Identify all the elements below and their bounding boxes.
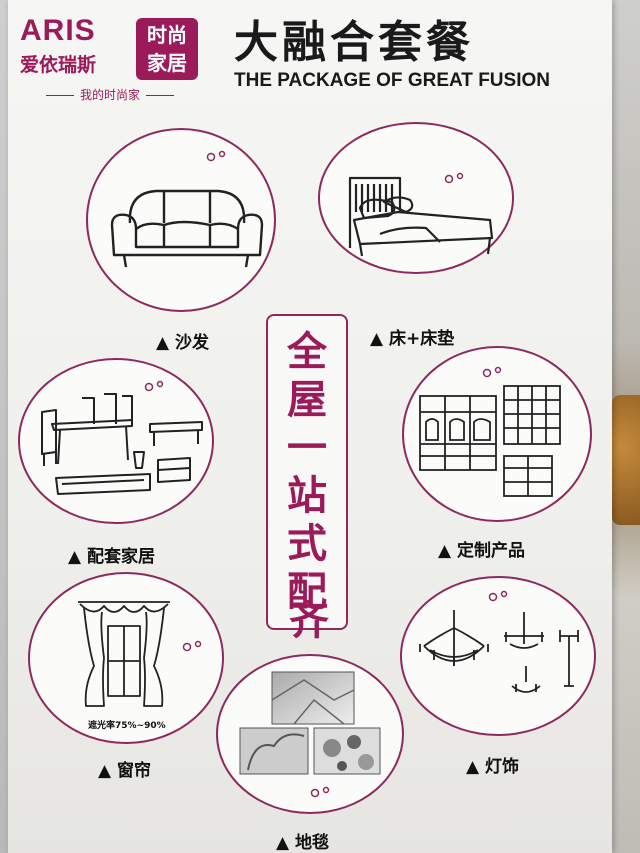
center-char: 齐 [289, 598, 329, 644]
label-bed: ▲ 床+床垫 [370, 329, 455, 349]
center-slogan: 全 屋 一 站 式 配 [268, 328, 346, 616]
label-sofa: ▲ 沙发 [156, 333, 209, 353]
label-curtain: ▲ 窗帘 [98, 761, 151, 781]
decor-dots [444, 172, 468, 184]
curtain-icon [78, 601, 170, 707]
dining-circle [18, 358, 214, 524]
brand-tag-line1: 时尚 [147, 23, 187, 47]
label-dining: ▲ 配套家居 [68, 547, 155, 567]
decor-dots [144, 380, 168, 392]
center-char: 屋 [287, 377, 327, 423]
brand-tag-line2: 家居 [147, 51, 187, 75]
brand-name-en: ARIS [20, 14, 96, 47]
label-carpet: ▲ 地毯 [276, 833, 329, 853]
center-char: 站 [287, 473, 327, 519]
decor-dots [310, 786, 334, 798]
center-char: 一 [287, 425, 327, 471]
label-custom: ▲ 定制产品 [438, 541, 525, 561]
bed-icon [348, 176, 494, 257]
center-char: 式 [287, 521, 327, 567]
dining-set-icon [41, 393, 203, 495]
poster-board: ARIS 爱依瑞斯 时尚 家居 我的时尚家 大融合套餐 THE PACKAGE … [8, 0, 612, 853]
curtain-circle [28, 572, 224, 744]
decor-dots [482, 366, 506, 378]
center-char: 全 [287, 329, 327, 375]
sofa-icon [110, 189, 264, 268]
background-sofa [612, 395, 640, 525]
poster-title: 大融合套餐 [234, 17, 474, 68]
chandelier-icon [419, 610, 579, 693]
center-char: 配 [287, 569, 327, 615]
brand-slogan: 我的时尚家 [20, 86, 200, 103]
decor-dots [206, 150, 230, 162]
chandelier-circle [400, 576, 596, 736]
wardrobe-icon [419, 385, 561, 497]
curtain-caption: 遮光率75%~90% [88, 721, 166, 731]
decor-dots [182, 640, 206, 652]
poster-subtitle: THE PACKAGE OF GREAT FUSION [234, 70, 550, 91]
center-slogan-box: 全 屋 一 站 式 配 [266, 314, 348, 630]
brand-name-cn: 爱依瑞斯 [20, 54, 97, 76]
label-lighting: ▲ 灯饰 [466, 757, 519, 777]
brand-tag-box: 时尚 家居 [136, 18, 198, 80]
decor-dots [488, 590, 512, 602]
carpet-icon [239, 671, 381, 775]
